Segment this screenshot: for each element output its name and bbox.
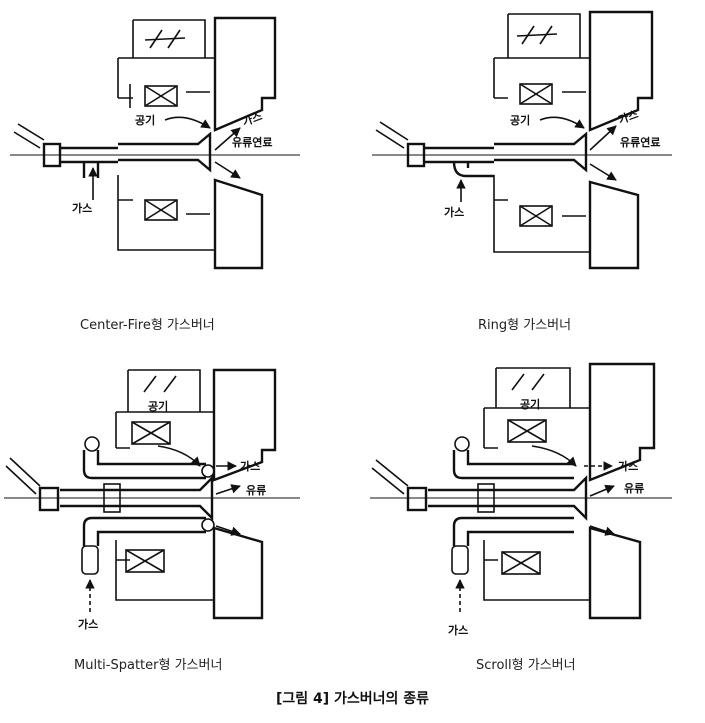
air-label: 공기 bbox=[510, 113, 530, 127]
furnace-wall-upper bbox=[213, 16, 277, 132]
gas-out-label: 가스 bbox=[240, 459, 260, 473]
burner-tube bbox=[60, 146, 118, 164]
multi-spatter-diagram: 공기 가스 유류 가스 bbox=[4, 368, 300, 631]
oil-fuel-label: 유류연료 bbox=[620, 135, 660, 149]
nozzle bbox=[118, 131, 212, 173]
panel-ring: 공기 가스 유류연료 가스 Ring형 가스버너 bbox=[362, 0, 705, 340]
air-label: 공기 bbox=[135, 113, 155, 127]
air-register-upper bbox=[144, 85, 178, 107]
oil-label: 유류 bbox=[246, 484, 266, 497]
gas-out-label: 가스 bbox=[618, 459, 638, 473]
scroll-diagram: 공기 가스 유류 가스 bbox=[370, 362, 672, 637]
figure-title: [그림 4] 가스버너의 종류 bbox=[275, 691, 430, 707]
air-register-lower bbox=[144, 199, 178, 221]
gas-in-label: 가스 bbox=[72, 201, 92, 215]
panel-center-fire: 공기 가스 유류연료 가스 Center-Fire형 가스버너 bbox=[0, 0, 352, 340]
air-label: 공기 bbox=[148, 399, 168, 413]
gas-in-label: 가스 bbox=[444, 205, 464, 219]
caption-scroll: Scroll형 가스버너 bbox=[476, 658, 576, 673]
oil-label: 유류 bbox=[624, 482, 644, 495]
caption-center-fire: Center-Fire형 가스버너 bbox=[80, 318, 215, 333]
gas-in-label: 가스 bbox=[448, 623, 468, 637]
gas-out-label: 가스 bbox=[240, 109, 264, 129]
caption-multi-spatter: Multi-Spatter형 가스버너 bbox=[74, 658, 223, 673]
center-fire-diagram: 공기 가스 유류연료 가스 bbox=[10, 16, 300, 270]
gas-in-label: 가스 bbox=[78, 617, 98, 631]
ring-diagram: 공기 가스 유류연료 가스 bbox=[372, 10, 672, 270]
panel-scroll: 공기 가스 유류 가스 Scroll형 가스버너 bbox=[362, 350, 705, 680]
gas-out-label: 가스 bbox=[616, 107, 640, 127]
panel-multi-spatter: 공기 가스 유류 가스 Multi-Spatter형 가스버너 bbox=[0, 350, 352, 680]
caption-ring: Ring형 가스버너 bbox=[478, 318, 572, 333]
oil-fuel-label: 유류연료 bbox=[232, 135, 272, 149]
air-label: 공기 bbox=[520, 397, 540, 411]
furnace-wall-lower bbox=[213, 178, 264, 270]
